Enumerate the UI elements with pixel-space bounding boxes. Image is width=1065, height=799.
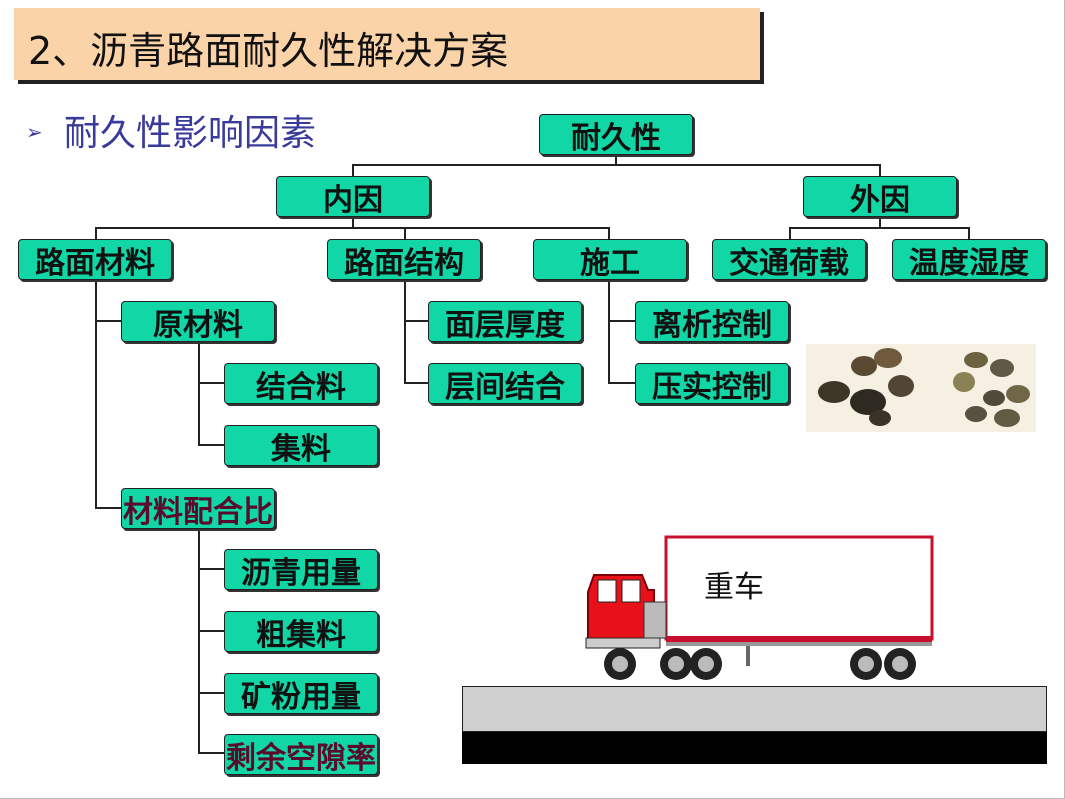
node-asphalt-content: 沥青用量 xyxy=(224,549,378,591)
truck-label: 重车 xyxy=(704,570,764,605)
node-pavement-materials: 路面材料 xyxy=(18,239,172,281)
slide-title: 2、沥青路面耐久性解决方案 xyxy=(28,29,509,73)
node-air-voids: 剩余空隙率 xyxy=(224,734,378,776)
node-traffic-load: 交通荷载 xyxy=(712,239,866,281)
connector xyxy=(404,382,428,384)
connector xyxy=(198,568,224,570)
connector xyxy=(404,279,406,383)
connector xyxy=(879,216,881,228)
connector xyxy=(404,320,428,322)
connector xyxy=(198,630,224,632)
heavy-truck-illustration xyxy=(584,530,936,690)
node-construction: 施工 xyxy=(533,239,687,281)
bullet-arrow-icon: ➢ xyxy=(26,120,43,144)
connector xyxy=(608,227,610,241)
connector xyxy=(198,527,200,754)
node-durability: 耐久性 xyxy=(539,114,693,156)
node-raw-materials: 原材料 xyxy=(121,301,275,343)
connector xyxy=(789,227,791,241)
connector xyxy=(198,692,224,694)
node-internal: 内因 xyxy=(276,176,430,218)
connector xyxy=(608,320,636,322)
node-pavement-structure: 路面结构 xyxy=(327,239,481,281)
connector xyxy=(615,155,617,165)
connector xyxy=(789,227,970,229)
node-external: 外因 xyxy=(803,176,957,218)
node-binder: 结合料 xyxy=(224,363,378,405)
node-interlayer-bond: 层间结合 xyxy=(428,363,582,405)
node-aggregate: 集料 xyxy=(224,425,378,467)
connector xyxy=(95,227,610,229)
node-layer-thickness: 面层厚度 xyxy=(428,301,582,343)
road-surface-layer xyxy=(462,686,1047,732)
connector xyxy=(95,227,97,241)
connector xyxy=(968,227,970,241)
node-segregation-control: 离析控制 xyxy=(635,301,789,343)
connector xyxy=(352,164,354,178)
title-bar: 2、沥青路面耐久性解决方案 xyxy=(14,8,760,80)
connector xyxy=(198,341,200,446)
section-heading: 耐久性影响因素 xyxy=(64,113,317,154)
road-base-layer xyxy=(462,732,1047,764)
connector xyxy=(95,507,122,509)
connector xyxy=(352,216,354,228)
connector xyxy=(608,279,610,383)
node-mix-ratio: 材料配合比 xyxy=(121,488,275,530)
connector xyxy=(198,752,224,754)
connector xyxy=(95,320,122,322)
node-temperature-humidity: 温度湿度 xyxy=(892,239,1046,281)
aggregate-stones-image xyxy=(806,344,1036,432)
connector xyxy=(198,382,224,384)
connector xyxy=(879,164,881,178)
node-coarse-aggregate: 粗集料 xyxy=(224,611,378,653)
connector xyxy=(352,164,881,166)
connector xyxy=(404,227,406,241)
connector xyxy=(95,279,97,509)
connector xyxy=(198,444,224,446)
node-compaction-control: 压实控制 xyxy=(635,363,789,405)
node-mineral-filler: 矿粉用量 xyxy=(224,673,378,715)
connector xyxy=(608,382,636,384)
